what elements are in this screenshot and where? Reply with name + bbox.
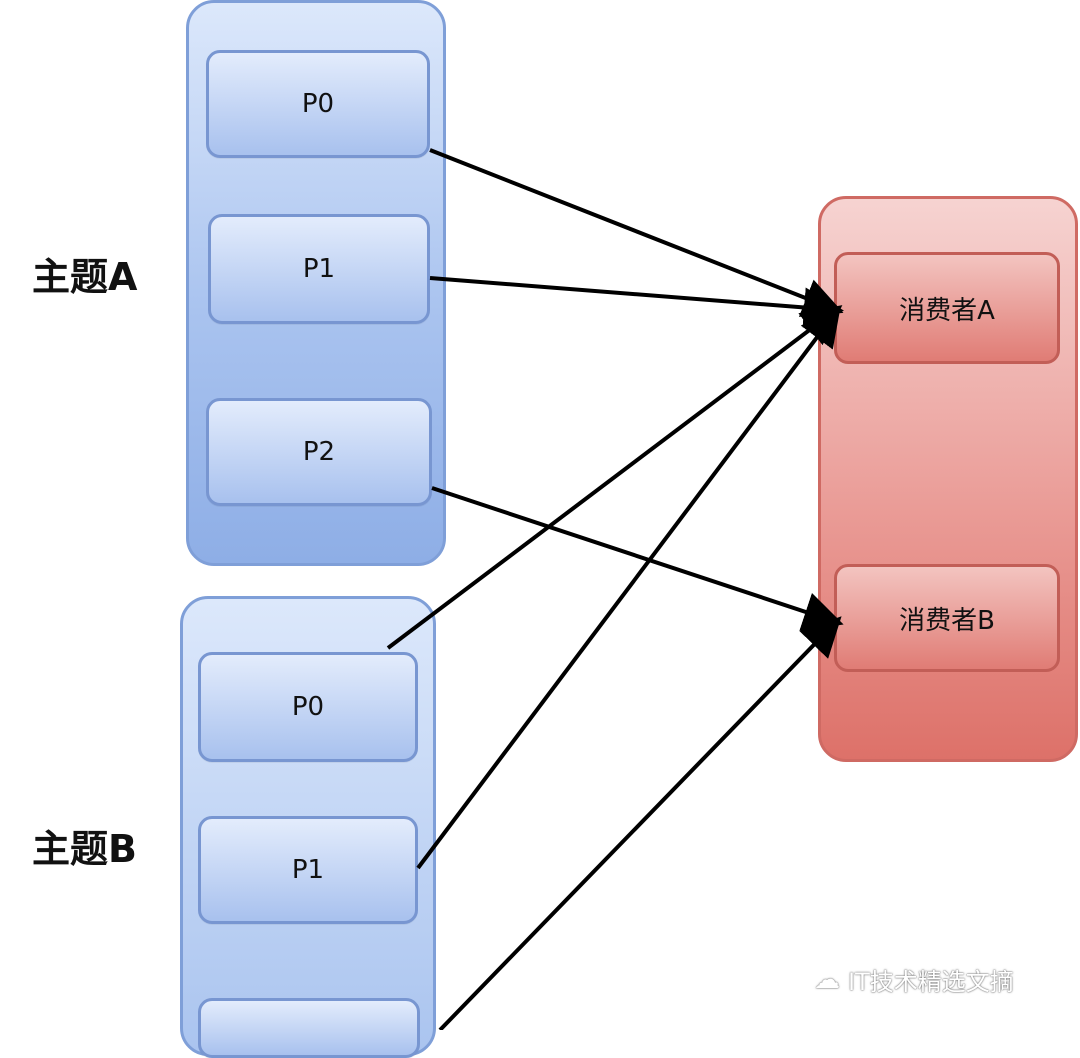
- arrow-topic-b-p2-to-consumer-b: [438, 616, 842, 1030]
- topic-a-label: 主题A: [32, 255, 138, 299]
- arrow-topic-b-p0-to-consumer-a: [386, 305, 843, 650]
- partition-label: P0: [301, 89, 335, 119]
- wechat-icon: ☁: [814, 964, 840, 995]
- topic-a-partition-p0: P0: [206, 50, 430, 158]
- topic-b-label: 主题B: [32, 827, 137, 871]
- arrow-topic-a-p1-to-consumer-a: [429, 276, 844, 328]
- partition-label: P0: [291, 692, 325, 722]
- topic-a-partition-p1: P1: [208, 214, 430, 324]
- arrow-topic-a-p0-to-consumer-a: [429, 148, 844, 317]
- assignment-arrows: [386, 148, 844, 1030]
- arrow-topic-a-p2-to-consumer-b: [431, 486, 844, 631]
- consumer-label: 消费者B: [899, 605, 995, 636]
- topic-b-partition-p0: P0: [198, 652, 418, 762]
- partition-label: P1: [302, 254, 336, 284]
- partition-label: P1: [291, 855, 325, 885]
- consumer-b: 消费者B: [834, 564, 1060, 672]
- consumer-label: 消费者A: [899, 295, 995, 326]
- partition-label: P2: [302, 437, 336, 467]
- topic-a-partition-p2: P2: [206, 398, 432, 506]
- topic-b-partition-p1: P1: [198, 816, 418, 924]
- watermark: ☁ IT技术精选文摘: [814, 962, 1014, 997]
- arrow-topic-b-p1-to-consumer-a: [416, 305, 841, 870]
- watermark-text: IT技术精选文摘: [848, 968, 1014, 996]
